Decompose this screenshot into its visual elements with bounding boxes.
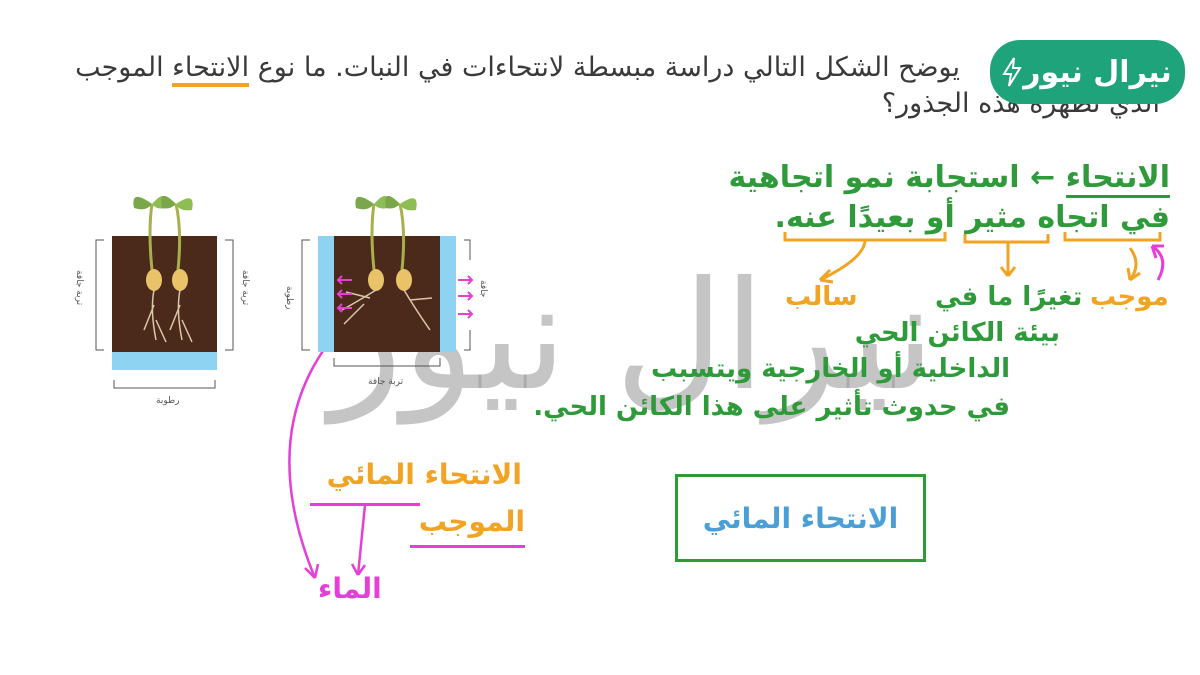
right-label-left: رطوبة bbox=[284, 286, 294, 310]
seed-right-1 bbox=[368, 269, 384, 291]
water-left-right bbox=[318, 236, 334, 352]
answer-box: الانتحاء المائي bbox=[675, 474, 926, 562]
water-right-right bbox=[440, 236, 456, 352]
arrow-toward-magenta bbox=[1151, 244, 1165, 281]
stimulus-line-1: بيئة الكائن الحي bbox=[854, 318, 1060, 348]
question-line-1: يوضح الشكل التالي دراسة مبسطة لانتحاءات … bbox=[60, 52, 960, 87]
left-label-right: تربة جافة bbox=[74, 270, 84, 306]
seed-left-2 bbox=[172, 269, 188, 291]
lightning-icon bbox=[1002, 57, 1023, 87]
definition-line-2: في اتجاه مثير أو بعيدًا عنه. bbox=[690, 200, 1170, 235]
definition-braces bbox=[783, 232, 1165, 284]
seed-right-2 bbox=[396, 269, 412, 291]
definition-direction: في اتجاه bbox=[1037, 200, 1170, 235]
stimulus-internal: الداخلية bbox=[911, 354, 1010, 384]
right-label-bottom: تربة جافة bbox=[368, 377, 404, 387]
hydrotropism-title-underline bbox=[310, 503, 420, 506]
experiment-left bbox=[95, 195, 234, 389]
experiment-right bbox=[301, 195, 474, 367]
stimulus-external: أو الخارجية bbox=[761, 354, 903, 384]
question-start: يوضح الشكل التالي دراسة مبسطة لانتحاءات … bbox=[257, 52, 960, 83]
definition-stimulus: مثير bbox=[965, 200, 1027, 235]
soil-left bbox=[112, 236, 217, 352]
definition-term: الانتحاء bbox=[1065, 160, 1170, 198]
answer-text: الانتحاء المائي bbox=[702, 501, 899, 535]
stimulus-line-2: الداخلية أو الخارجية ويتسبب bbox=[600, 354, 1010, 384]
arrow-title-to-water bbox=[356, 504, 367, 576]
seed-left-1 bbox=[146, 269, 162, 291]
question-end: الموجب bbox=[75, 52, 164, 83]
brand-logo: نيرال نيور bbox=[990, 40, 1185, 104]
branch-positive: موجب bbox=[1090, 282, 1169, 312]
right-label-right: جافة bbox=[478, 280, 488, 298]
brace-away bbox=[783, 232, 947, 242]
question-highlight: الانتحاء bbox=[172, 52, 250, 87]
definition-away: أو بعيدًا عنه. bbox=[774, 200, 955, 235]
branch-stimulus-definition: تغيرًا ما في bbox=[935, 282, 1083, 312]
brace-stimulus bbox=[963, 234, 1050, 244]
left-label-left: تربة جافة bbox=[240, 270, 250, 306]
branch-negative: سالب bbox=[785, 282, 858, 312]
brace-toward bbox=[1063, 232, 1162, 242]
stimulus-causes: ويتسبب bbox=[651, 354, 753, 384]
water-bottom-left bbox=[112, 352, 217, 370]
definition-rest: استجابة نمو اتجاهية bbox=[728, 160, 1020, 195]
left-label-bottom: رطوبة bbox=[156, 396, 180, 406]
hydrotropism-title: الانتحاء المائي bbox=[326, 458, 522, 491]
hydrotropism-target: الماء bbox=[318, 572, 382, 605]
logo-text: نيرال نيور bbox=[1023, 54, 1172, 90]
arrow-negative bbox=[819, 239, 867, 282]
hydrotropism-subtitle-underline bbox=[410, 545, 525, 548]
stimulus-line-3: في حدوث تأثير على هذا الكائن الحي. bbox=[533, 392, 1010, 422]
definition-line-1: الانتحاء ← استجابة نمو اتجاهية bbox=[690, 160, 1170, 198]
definition-arrow: ← bbox=[1030, 160, 1056, 195]
hydrotropism-subtitle: الموجب bbox=[418, 505, 525, 538]
